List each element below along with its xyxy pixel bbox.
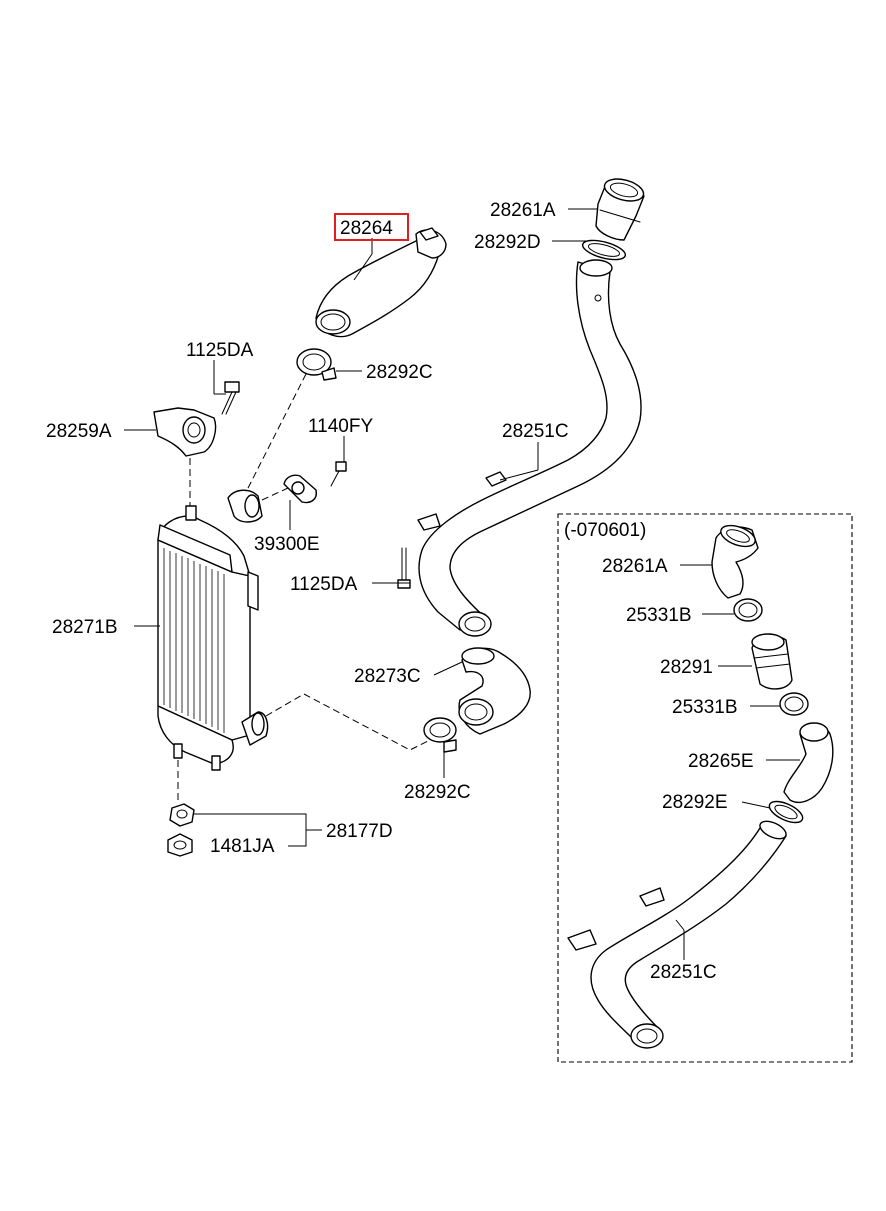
variant-clamp-28292e	[768, 800, 804, 824]
label-39300e: 39300E	[254, 534, 320, 555]
variant-label-28251c: 28251C	[650, 962, 717, 983]
variant-tube-28251c	[567, 820, 787, 1049]
nut-28177d	[169, 803, 195, 827]
bolt-1125da-top	[221, 381, 240, 415]
variant-label-25331b-b: 25331B	[672, 697, 738, 718]
variant-label-28261a: 28261A	[602, 556, 668, 577]
intercooler-upper-bracket	[153, 407, 217, 457]
bolt-1140fy	[330, 461, 347, 487]
label-28273c: 28273C	[354, 666, 421, 687]
label-1125da-top: 1125DA	[186, 340, 254, 361]
label-28271b: 28271B	[52, 617, 118, 638]
label-28292d: 28292D	[474, 232, 541, 253]
label-1481ja: 1481JA	[210, 836, 275, 857]
charge-air-tube-28251c	[417, 259, 642, 637]
variant-box-title: (-070601)	[564, 520, 646, 541]
label-28177d: 28177D	[326, 821, 393, 842]
variant-clamp-25331b-b	[779, 692, 809, 716]
variant-pipe-28291	[751, 633, 793, 690]
label-1140fy: 1140FY	[308, 416, 373, 437]
grommet-1481ja	[167, 833, 193, 857]
hose-28273c	[458, 647, 531, 735]
clamp-28292c-top	[296, 348, 337, 381]
connection-lines	[177, 373, 431, 800]
label-28292c-bottom: 28292C	[404, 782, 471, 803]
label-28259a: 28259A	[46, 421, 112, 442]
variant-box-border	[557, 513, 853, 1063]
label-28264: 28264	[340, 218, 393, 239]
variant-box: (-070601)	[557, 513, 853, 1063]
intercooler-core-fins	[163, 548, 225, 733]
variant-label-25331b-a: 25331B	[626, 605, 692, 626]
intercooler	[157, 489, 269, 771]
bolt-1125da-mid	[397, 547, 411, 589]
hose-28261a-top	[595, 178, 645, 241]
variant-clamp-25331b-a	[733, 598, 763, 622]
highlight-box-28264	[334, 213, 409, 241]
leader-lines	[124, 208, 598, 847]
intake-hose-28264	[315, 227, 447, 338]
clamp-28292c-bottom	[423, 717, 457, 753]
variant-hose-28261a	[711, 524, 759, 599]
variant-hose-28265e	[783, 722, 834, 804]
sensor-39300e	[283, 474, 317, 504]
variant-label-28292e: 28292E	[662, 792, 728, 813]
label-28292c-top: 28292C	[366, 362, 433, 383]
label-28251c-main: 28251C	[502, 421, 569, 442]
clamp-28292d	[581, 239, 627, 261]
variant-label-28265e: 28265E	[688, 751, 754, 772]
variant-label-28291: 28291	[660, 657, 713, 678]
label-1125da-mid: 1125DA	[290, 574, 358, 595]
label-28261a-top: 28261A	[490, 200, 556, 221]
